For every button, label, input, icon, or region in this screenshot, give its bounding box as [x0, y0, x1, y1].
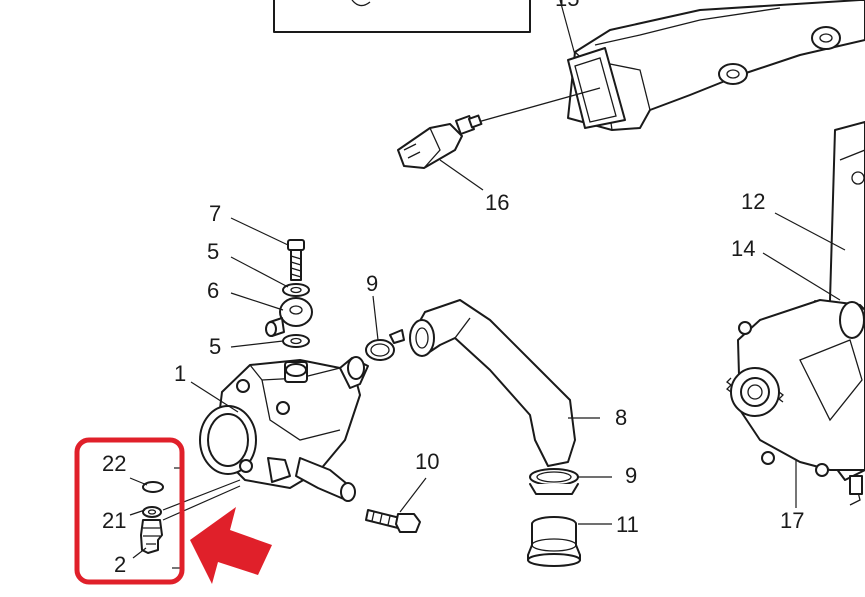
callout-9-upper: 9: [366, 271, 378, 296]
thermostat-housing: [199, 356, 369, 502]
washer-5-upper: [282, 283, 310, 297]
o-ring-22: [142, 481, 164, 493]
washer-21: [142, 506, 162, 518]
callout-10: 10: [415, 449, 439, 474]
callout-12: 12: [741, 189, 765, 214]
exhaust-manifold: [567, 0, 865, 131]
highlight-box: [74, 437, 185, 585]
washer-5-lower: [282, 334, 310, 348]
plug-2: [140, 519, 163, 554]
callout-17: 17: [780, 508, 804, 533]
callout-21: 21: [102, 508, 126, 533]
callout-9-lower: 9: [625, 463, 637, 488]
callout-7: 7: [209, 201, 221, 226]
pipe-stub: [527, 516, 581, 567]
callout-labels: 7 5 6 5 1 9 8 9 10 11 12 14 15 16 17 22 …: [102, 0, 804, 577]
hose-clamp-upper: [365, 329, 405, 361]
bolt-7: [287, 239, 305, 281]
callout-14: 14: [731, 236, 755, 261]
hose-clamp-lower: [529, 468, 579, 495]
water-pump: [726, 299, 865, 506]
callout-15: 15: [555, 0, 579, 11]
callout-16: 16: [485, 190, 509, 215]
leader-lines: [129, 0, 846, 569]
callout-5-upper: 5: [207, 239, 219, 264]
red-arrow-icon: [190, 507, 272, 584]
banjo-fitting: [265, 297, 313, 337]
temperature-sensor: [397, 87, 601, 169]
inset-frame: [273, 0, 531, 33]
callout-2: 2: [114, 552, 126, 577]
callout-6: 6: [207, 278, 219, 303]
callout-22: 22: [102, 451, 126, 476]
bolt-10: [365, 509, 421, 533]
callout-5-lower: 5: [209, 334, 221, 359]
coolant-hose: [409, 299, 576, 467]
callout-8: 8: [615, 405, 627, 430]
callout-11: 11: [616, 512, 639, 537]
callout-1: 1: [174, 361, 186, 386]
